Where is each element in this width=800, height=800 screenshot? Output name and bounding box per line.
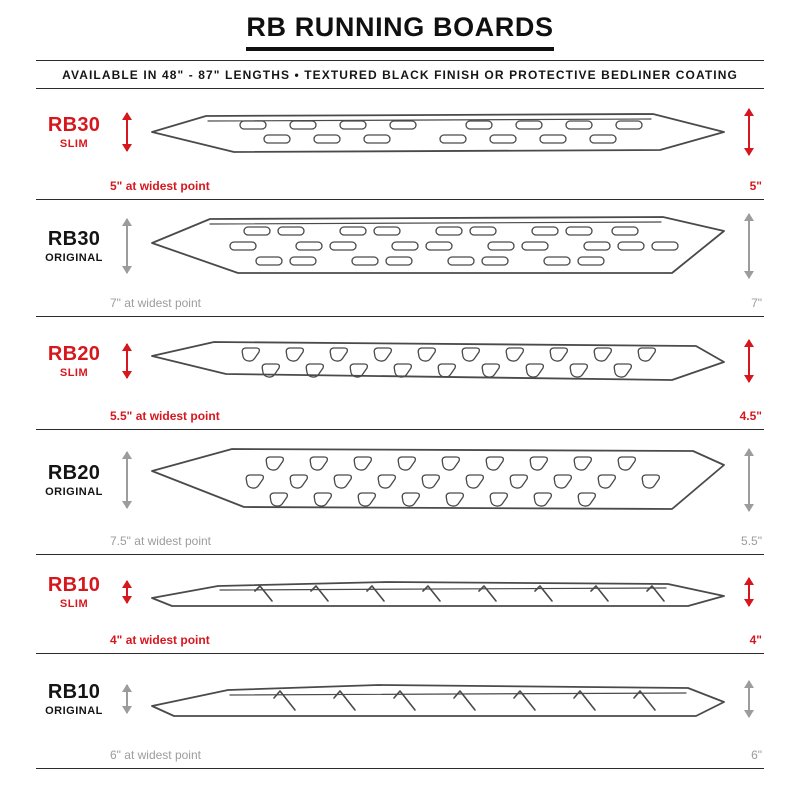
measure-caption: 4" at widest point 4" — [110, 633, 762, 647]
model-label: RB10 ORIGINAL — [36, 681, 112, 717]
end-width-label: 4" — [749, 633, 762, 648]
board-diagram-rb20-slim — [151, 341, 725, 381]
widest-point-arrow-icon — [112, 343, 142, 380]
measure-caption: 5.5" at widest point 4.5" — [110, 409, 762, 423]
end-width-arrow-icon — [734, 448, 764, 513]
widest-point-label: 5" at widest point — [110, 179, 210, 194]
end-width-arrow-icon — [734, 108, 764, 157]
widest-point-arrow-icon — [112, 684, 142, 715]
product-row-rb10-original: RB10 ORIGINAL 6" at widest point 6" — [36, 654, 764, 770]
model-name: RB30 — [47, 114, 101, 136]
board-drawing — [142, 209, 734, 283]
model-label: RB20 ORIGINAL — [36, 462, 112, 498]
subtitle-bar: AVAILABLE IN 48" - 87" LENGTHS • TEXTURE… — [36, 60, 764, 90]
widest-point-label: 4" at widest point — [110, 633, 210, 648]
end-width-arrow-icon — [734, 577, 764, 608]
model-variant: ORIGINAL — [45, 705, 103, 717]
end-width-label: 6" — [751, 748, 762, 763]
model-name: RB20 — [47, 462, 101, 484]
model-name: RB20 — [47, 343, 101, 365]
model-variant: ORIGINAL — [45, 252, 103, 264]
board-drawing — [142, 676, 734, 722]
model-label: RB20 SLIM — [36, 343, 112, 379]
product-row-rb20-slim: RB20 SLIM 5.5" at widest point 4.5" — [36, 317, 764, 431]
model-name: RB10 — [47, 574, 101, 596]
measure-caption: 7.5" at widest point 5.5" — [110, 534, 762, 548]
model-variant: ORIGINAL — [45, 486, 103, 498]
model-name: RB30 — [47, 228, 101, 250]
end-width-label: 7" — [751, 296, 762, 311]
end-width-label: 5.5" — [741, 534, 762, 549]
board-diagram-rb30-original — [151, 216, 725, 274]
widest-point-label: 7.5" at widest point — [110, 534, 211, 549]
board-diagram-rb10-original — [151, 684, 725, 717]
widest-point-arrow-icon — [112, 112, 142, 153]
widest-point-label: 6" at widest point — [110, 748, 201, 763]
board-drawing — [142, 334, 734, 388]
model-label: RB30 SLIM — [36, 114, 112, 150]
measure-caption: 5" at widest point 5" — [110, 179, 762, 193]
board-drawing — [142, 441, 734, 519]
model-variant: SLIM — [59, 367, 89, 379]
widest-point-label: 5.5" at widest point — [110, 409, 220, 424]
board-drawing — [142, 574, 734, 610]
measure-caption: 6" at widest point 6" — [110, 748, 762, 762]
model-variant: SLIM — [59, 598, 89, 610]
page-header: RB RUNNING BOARDS AVAILABLE IN 48" - 87"… — [0, 0, 800, 90]
widest-point-label: 7" at widest point — [110, 296, 201, 311]
board-drawing — [142, 106, 734, 158]
board-diagram-rb20-original — [151, 448, 725, 510]
model-variant: SLIM — [59, 138, 89, 150]
model-label: RB30 ORIGINAL — [36, 228, 112, 264]
product-row-rb30-slim: RB30 SLIM 5" at widest point 5" — [36, 89, 764, 201]
product-row-rb10-slim: RB10 SLIM 4" at widest point 4" — [36, 555, 764, 655]
page-title: RB RUNNING BOARDS — [246, 12, 554, 52]
end-width-label: 5" — [749, 179, 762, 194]
model-label: RB10 SLIM — [36, 574, 112, 610]
board-diagram-rb10-slim — [151, 581, 725, 607]
end-width-label: 4.5" — [739, 409, 762, 424]
widest-point-arrow-icon — [112, 218, 142, 275]
measure-caption: 7" at widest point 7" — [110, 296, 762, 310]
product-row-rb30-original: RB30 ORIGINAL 7" at widest point 7" — [36, 200, 764, 318]
board-diagram-rb30-slim — [151, 113, 725, 153]
product-row-rb20-original: RB20 ORIGINAL 7.5" at widest point 5.5" — [36, 430, 764, 556]
model-name: RB10 — [47, 681, 101, 703]
widest-point-arrow-icon — [112, 451, 142, 510]
widest-point-arrow-icon — [112, 580, 142, 605]
end-width-arrow-icon — [734, 680, 764, 719]
end-width-arrow-icon — [734, 339, 764, 384]
end-width-arrow-icon — [734, 213, 764, 280]
